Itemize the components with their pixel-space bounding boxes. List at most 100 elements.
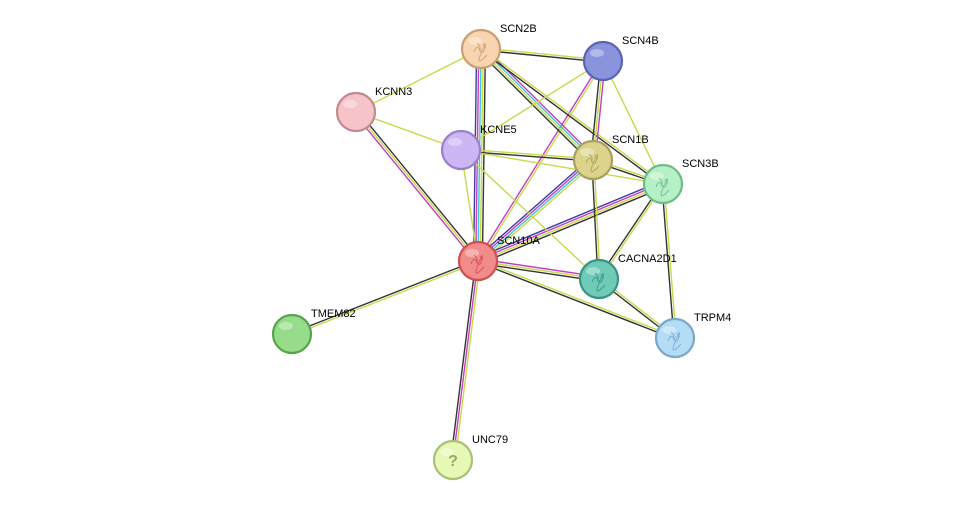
edge-scn10a-trpm4 xyxy=(476,259,677,340)
node-circle[interactable] xyxy=(335,91,377,133)
edge-scn10a-kcnn3 xyxy=(353,109,481,264)
node-tmem82[interactable]: TMEM82 xyxy=(271,308,356,355)
edge-line-textmining xyxy=(477,259,677,338)
edge-kcne5-cacna2d1 xyxy=(460,149,600,280)
node-highlight xyxy=(580,148,594,156)
node-circle[interactable] xyxy=(572,139,614,181)
edge-line-textmining xyxy=(291,261,480,336)
node-unc79[interactable]: ?UNC79 xyxy=(432,434,508,481)
node-highlight xyxy=(586,267,600,275)
protein-structure-icon xyxy=(470,254,485,274)
node-kcnn3[interactable]: KCNN3 xyxy=(335,86,412,133)
node-circle[interactable] xyxy=(460,28,502,70)
edge-scn2b-kcnn3 xyxy=(355,48,482,113)
node-circle[interactable] xyxy=(432,439,474,481)
node-highlight xyxy=(590,49,604,57)
node-label: KCNE5 xyxy=(480,124,517,136)
edge-line-experiments xyxy=(476,59,603,262)
edge-scn2b-scn3b xyxy=(479,47,665,186)
protein-structure-icon xyxy=(655,177,670,197)
edge-line-coexpression xyxy=(479,49,664,186)
protein-structure-icon xyxy=(473,42,488,62)
node-label: CACNA2D1 xyxy=(618,253,677,265)
edge-line-textmining xyxy=(460,60,604,151)
edge-line-textmining xyxy=(480,47,665,184)
node-circle[interactable] xyxy=(457,240,499,282)
node-highlight xyxy=(650,172,664,180)
edge-line-coexpression xyxy=(477,50,592,164)
edge-line-coexpression xyxy=(450,260,477,461)
edge-line-textmining xyxy=(454,260,481,461)
edge-line-textmining xyxy=(478,60,605,263)
edge-scn4b-kcne5 xyxy=(460,60,604,151)
edge-line-textmining xyxy=(663,183,677,339)
edge-scn10a-tmem82 xyxy=(290,259,480,336)
node-circle[interactable] xyxy=(642,163,684,205)
edge-line-homology xyxy=(475,156,592,260)
node-label: KCNN3 xyxy=(375,86,412,98)
node-scn2b[interactable]: SCN2B xyxy=(460,23,537,70)
node-circle[interactable] xyxy=(578,258,620,300)
edge-line-experiments xyxy=(477,258,601,278)
edge-line-experiments xyxy=(476,182,664,261)
edge-line-textmining xyxy=(460,149,664,185)
edge-line-databases xyxy=(481,47,595,160)
edge-line-coexpression xyxy=(481,48,487,262)
edge-line-textmining xyxy=(460,149,600,280)
protein-structure-icon xyxy=(585,153,600,173)
node-kcne5[interactable]: KCNE5 xyxy=(440,124,517,171)
edge-line-coexpression xyxy=(357,109,481,261)
protein-structure-icon xyxy=(591,272,606,292)
question-mark-icon: ? xyxy=(448,453,458,470)
node-highlight xyxy=(279,322,293,330)
edge-line-textmining xyxy=(479,49,593,162)
edge-line-coexpression xyxy=(478,186,665,265)
edge-line-experiments xyxy=(353,112,477,264)
edge-line-coexpression xyxy=(476,261,676,340)
node-highlight xyxy=(468,37,482,45)
edge-line-textmining xyxy=(479,48,484,262)
node-label: SCN3B xyxy=(682,158,719,170)
edge-line-textmining xyxy=(477,260,600,280)
node-cacna2d1[interactable]: CACNA2D1 xyxy=(578,253,677,300)
edge-line-coexpression xyxy=(460,150,594,162)
edge-scn2b-scn4b xyxy=(480,47,604,63)
edge-scn10a-scn1b xyxy=(475,156,596,265)
node-circle[interactable] xyxy=(654,317,696,359)
node-trpm4[interactable]: TRPM4 xyxy=(654,312,731,359)
node-scn3b[interactable]: SCN3B xyxy=(642,158,719,205)
node-label: SCN2B xyxy=(500,23,537,35)
edge-line-textmining xyxy=(480,47,604,61)
node-highlight xyxy=(343,100,357,108)
edge-line-textmining xyxy=(479,161,596,265)
edge-line-coexpression xyxy=(480,49,604,63)
node-scn4b[interactable]: SCN4B xyxy=(582,35,659,82)
edge-line-coexpression xyxy=(476,262,600,282)
edge-line-databases xyxy=(478,160,595,263)
edge-line-textmining xyxy=(477,184,665,263)
edge-scn4b-scn3b xyxy=(602,60,664,185)
node-scn1b[interactable]: SCN1B xyxy=(572,134,649,181)
edge-line-experiments xyxy=(476,158,593,261)
node-highlight xyxy=(440,448,454,456)
node-circle[interactable] xyxy=(582,40,624,82)
edge-line-coexpression xyxy=(290,259,479,334)
edge-scn10a-unc79 xyxy=(450,260,481,461)
edge-line-experiments xyxy=(452,260,479,461)
edge-scn10a-scn4b xyxy=(476,59,605,263)
edge-line-textmining xyxy=(602,60,664,185)
node-label: SCN10A xyxy=(497,235,540,247)
node-label: TRPM4 xyxy=(694,312,731,324)
node-scn10a[interactable]: SCN10A xyxy=(457,235,540,282)
node-circle[interactable] xyxy=(271,313,313,355)
node-highlight xyxy=(465,249,479,257)
node-circle[interactable] xyxy=(440,129,482,171)
edge-kcne5-scn1b xyxy=(460,148,594,162)
node-highlight xyxy=(448,138,462,146)
edge-kcne5-scn3b xyxy=(460,149,664,185)
edge-scn10a-cacna2d1 xyxy=(476,258,601,282)
edge-line-homology xyxy=(476,180,663,259)
edge-scn3b-trpm4 xyxy=(661,183,677,339)
node-label: TMEM82 xyxy=(311,308,356,320)
